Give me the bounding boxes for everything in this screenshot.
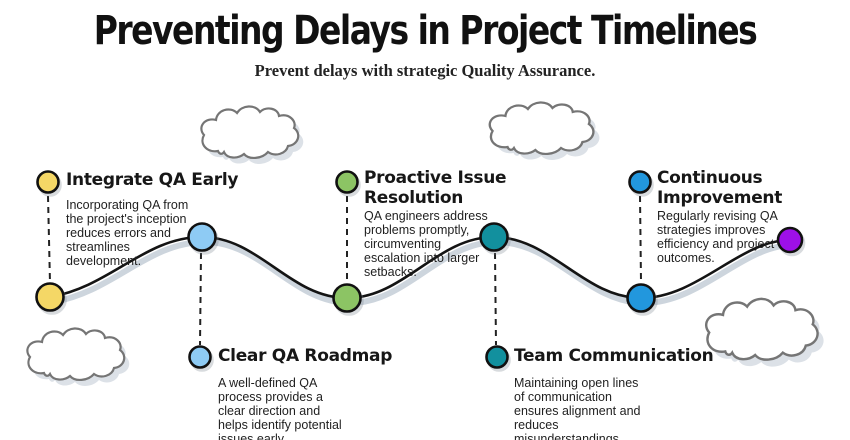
- connector-lines: [47, 195, 642, 346]
- milestone-desc-clear-qa-roadmap: A well-defined QA process provides a cle…: [218, 376, 342, 440]
- milestone-title-continuous-improvement: Continuous Improvement: [657, 168, 783, 208]
- cloud-icon: [488, 101, 595, 156]
- cloud-icon: [200, 105, 300, 160]
- cloud-bottom-left: [26, 327, 130, 386]
- connector-team-communication: [494, 252, 497, 346]
- curve-node-continuous-improvement: [626, 283, 656, 313]
- cloud-icon: [26, 327, 126, 382]
- label-dot-integrate-qa-early: [36, 170, 60, 194]
- cloud-icon: [704, 297, 819, 361]
- timeline-curve-shadow: [50, 238, 796, 307]
- label-markers: [36, 170, 652, 369]
- milestone-title-proactive-issue-resolution: Proactive Issue Resolution: [364, 168, 507, 208]
- page-title: Preventing Delays in Project Timelines: [93, 6, 758, 54]
- curve-node-clear-qa-roadmap: [187, 222, 217, 252]
- curve-end-node: [776, 226, 804, 254]
- milestone-title-integrate-qa-early: Integrate QA Early: [66, 170, 239, 190]
- milestone-title-clear-qa-roadmap: Clear QA Roadmap: [218, 346, 393, 366]
- connector-clear-qa-roadmap: [199, 252, 202, 346]
- label-dot-clear-qa-roadmap: [188, 345, 212, 369]
- milestone-desc-proactive-issue-resolution: QA engineers address problems promptly, …: [364, 209, 488, 279]
- cloud-bottom-right: [704, 297, 824, 367]
- connector-integrate-qa-early: [47, 195, 51, 284]
- label-dot-proactive-issue-resolution: [335, 170, 359, 194]
- title-area: Preventing Delays in Project Timelines: [0, 6, 850, 54]
- timeline-curve: [48, 235, 792, 300]
- connector-continuous-improvement: [639, 195, 642, 283]
- curve-nodes: [35, 222, 804, 313]
- curve-node-proactive-issue-resolution: [332, 283, 362, 313]
- cloud-top-center: [488, 101, 600, 160]
- page-subtitle: Prevent delays with strategic Quality As…: [254, 61, 596, 80]
- label-dot-team-communication: [485, 345, 509, 369]
- milestone-desc-team-communication: Maintaining open lines of communication …: [514, 376, 641, 440]
- label-dot-continuous-improvement: [628, 170, 652, 194]
- curve-node-integrate-qa-early: [35, 282, 65, 312]
- milestone-desc-continuous-improvement: Regularly revising QA strategies improve…: [657, 209, 778, 265]
- cloud-top-left: [200, 105, 304, 164]
- curve-node-team-communication: [479, 222, 509, 252]
- milestone-title-team-communication: Team Communication: [514, 346, 714, 366]
- milestone-desc-integrate-qa-early: Incorporating QA from the project's ince…: [66, 198, 189, 268]
